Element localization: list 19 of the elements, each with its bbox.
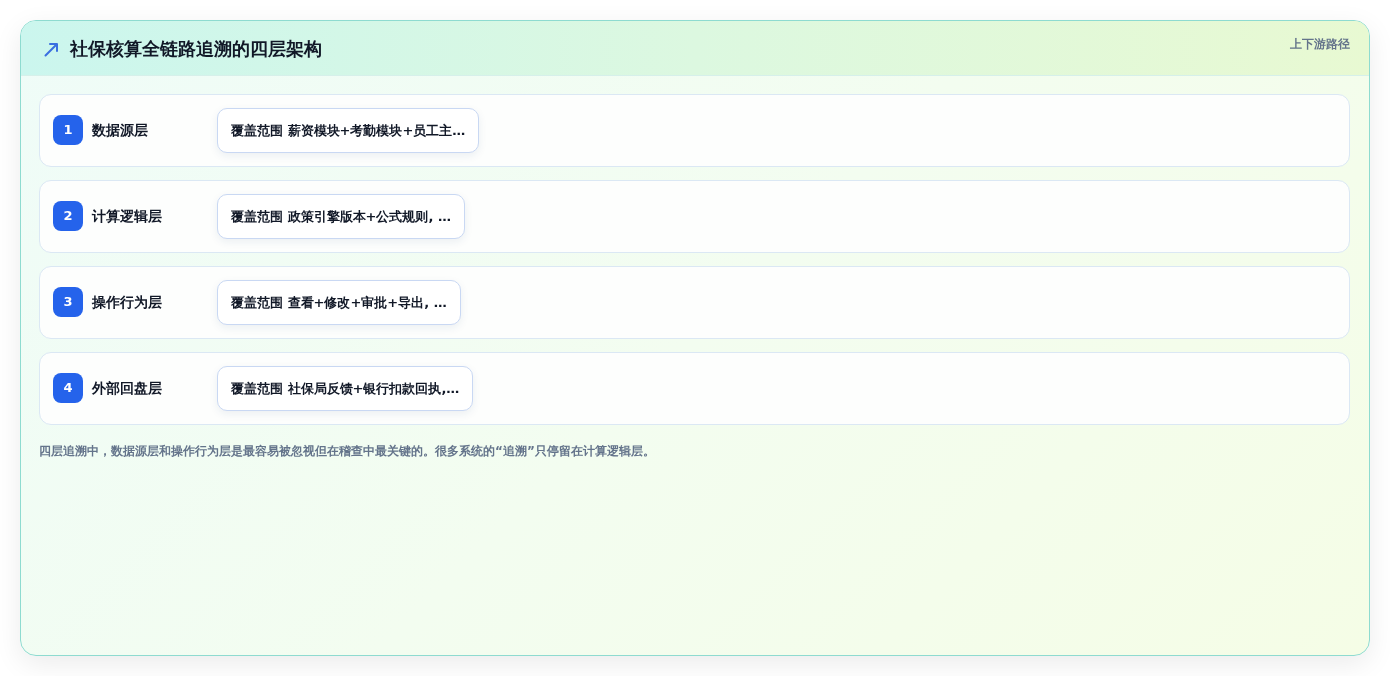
scope-chip: 覆盖范围 薪资模块+考勤模块+员工主… xyxy=(217,108,480,153)
scope-chip: 覆盖范围 政策引擎版本+公式规则, … xyxy=(217,194,465,239)
layer-row xyxy=(39,180,1350,253)
number-badge: 2 xyxy=(53,201,83,231)
number-badge: 4 xyxy=(53,373,83,403)
note-text: 四层追溯中，数据源层和操作行为层是最容易被忽视但在稽查中最关键的。很多系统的“追溯”只停留在计算逻辑层。 xyxy=(39,443,655,460)
layer-row xyxy=(39,94,1350,167)
layer-row xyxy=(39,266,1350,339)
title-text: 社保核算全链路追溯的四层架构 xyxy=(70,37,322,61)
layer-row xyxy=(39,352,1350,425)
number-badge: 1 xyxy=(53,115,83,145)
scope-chip: 覆盖范围 社保局反馈+银行扣款回执,… xyxy=(217,366,474,411)
header-tag-text: 上下游路径 xyxy=(1290,36,1350,53)
scope-chip: 覆盖范围 查看+修改+审批+导出, … xyxy=(217,280,461,325)
layer-name: 数据源层 xyxy=(92,121,148,140)
layer-name: 外部回盘层 xyxy=(92,379,162,398)
number-badge: 3 xyxy=(53,287,83,317)
layer-name: 操作行为层 xyxy=(92,293,162,312)
layer-name: 计算逻辑层 xyxy=(92,207,162,226)
